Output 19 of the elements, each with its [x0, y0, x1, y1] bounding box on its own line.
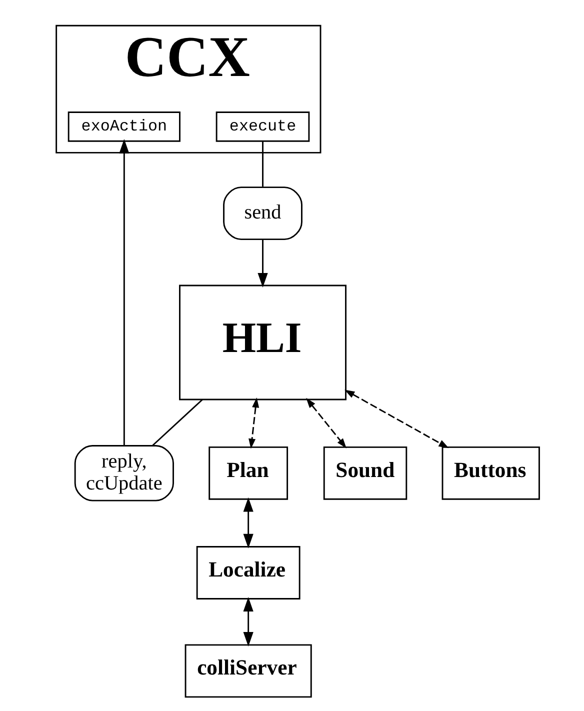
arrow	[119, 138, 130, 446]
arrow	[248, 397, 260, 449]
arrow	[243, 597, 254, 646]
node-box: Localize	[196, 546, 300, 600]
arrow	[258, 240, 268, 288]
node-box: HLI	[179, 284, 346, 400]
arrow	[344, 390, 449, 448]
node-box: execute	[216, 112, 310, 142]
node-box: Sound	[323, 446, 408, 500]
node-box: reply, ccUpdate	[74, 445, 174, 502]
connector	[262, 141, 264, 187]
node-box: colliServer	[184, 644, 312, 698]
node-box: Buttons	[442, 446, 540, 500]
arrow	[306, 398, 346, 448]
node-box: Plan	[208, 446, 288, 500]
node-box: exoAction	[68, 112, 180, 142]
arrow	[243, 497, 254, 548]
connector	[152, 399, 203, 446]
node-box: send	[223, 186, 302, 240]
